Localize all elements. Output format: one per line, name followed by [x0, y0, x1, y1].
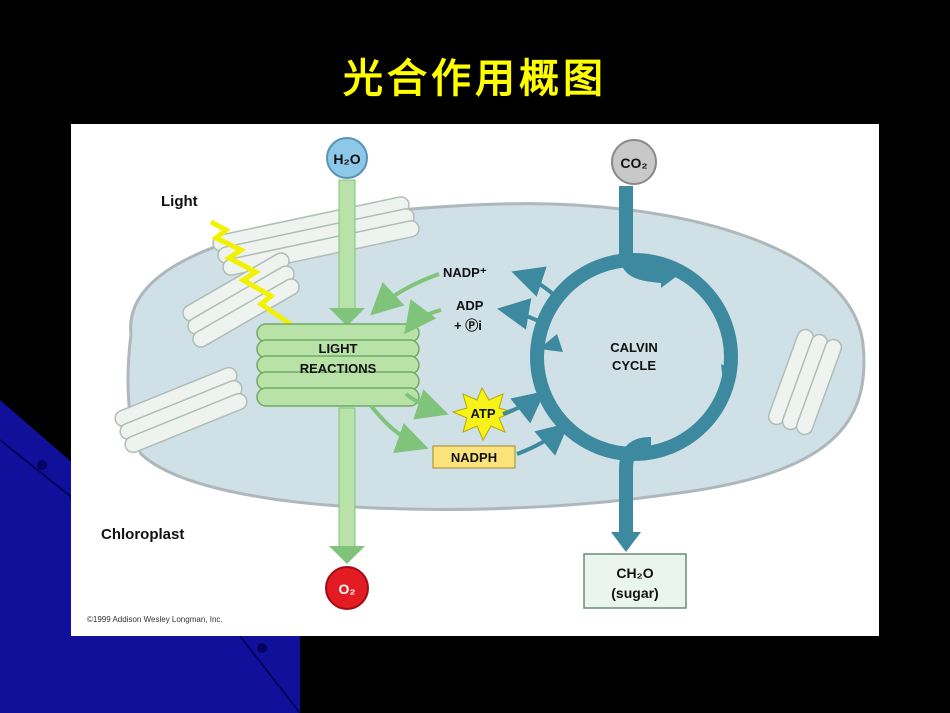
sugar-name-label: (sugar) [611, 585, 658, 601]
atp-label: ATP [470, 406, 495, 421]
nadph-box [432, 445, 516, 469]
co2-label: CO₂ [620, 155, 647, 171]
oxygen-flow-arrow [338, 407, 356, 549]
calvin-cycle-label-1: CALVIN [610, 340, 657, 355]
chloroplast-label: Chloroplast [101, 526, 184, 543]
water-input-circle [326, 137, 368, 179]
granum-stacks [114, 196, 843, 454]
nadp-plus-label: NADP⁺ [443, 265, 487, 280]
calvin-cycle-label-2: CYCLE [612, 358, 656, 373]
water-label: H₂O [333, 151, 360, 167]
light-reactions-label-1: LIGHT [319, 341, 358, 356]
light-zigzag-icon [209, 219, 295, 329]
atp-burst-icon [451, 386, 515, 442]
co2-input-circle [611, 139, 657, 185]
nadph-label: NADPH [451, 450, 497, 465]
sugar-formula-label: CH₂O [616, 565, 653, 581]
oxygen-output-circle [325, 566, 369, 610]
light-reactions-stack [256, 323, 420, 407]
phosphate-label: + Ⓟi [454, 318, 482, 333]
light-label: Light [161, 193, 198, 210]
adp-label: ADP [456, 298, 484, 313]
sugar-output-box [583, 553, 687, 609]
light-reactions-label-2: REACTIONS [300, 361, 377, 376]
diagram-panel: H₂O Light LIGHT REACTIONS O₂ NADP⁺ ADP +… [71, 124, 879, 636]
co2-flow-arrow [619, 186, 663, 283]
sugar-flow-arrow [619, 437, 652, 534]
copyright-text: ©1999 Addison Wesley Longman, Inc. [87, 615, 223, 624]
slide-title: 光合作用概图 [343, 56, 607, 102]
oxygen-label: O₂ [338, 581, 355, 597]
water-flow-arrow [338, 179, 356, 311]
